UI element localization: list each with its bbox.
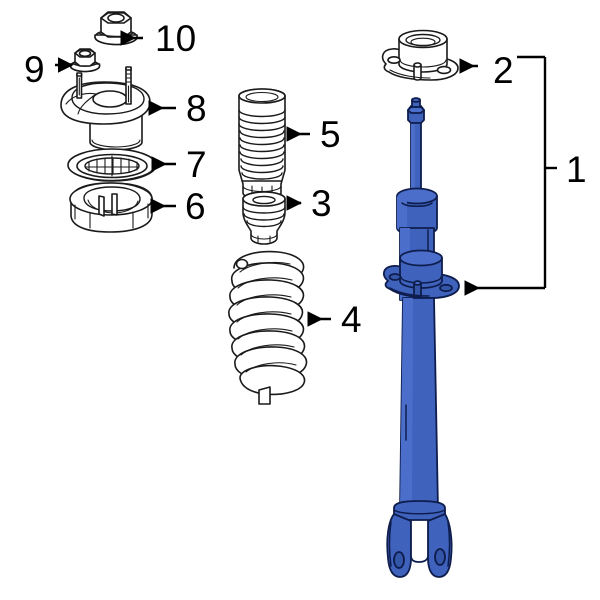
- callout-1-label: 1: [566, 149, 587, 190]
- callout-10[interactable]: 10: [120, 18, 196, 59]
- callout-9[interactable]: 9: [24, 49, 74, 90]
- callout-4[interactable]: 4: [307, 299, 362, 340]
- part-upper-strut-mount[interactable]: [60, 66, 151, 151]
- callout-8-label: 8: [186, 88, 207, 129]
- callout-7[interactable]: 7: [151, 144, 207, 185]
- callout-3[interactable]: 3: [286, 183, 332, 224]
- part-large-flange-nut[interactable]: [94, 11, 138, 46]
- callout-9-label: 9: [24, 49, 45, 90]
- part-strut-assembly[interactable]: [382, 97, 460, 578]
- callout-4-label: 4: [341, 299, 362, 340]
- part-spring-seat[interactable]: [69, 182, 153, 233]
- part-coil-spring[interactable]: [228, 250, 308, 405]
- callout-2-label: 2: [493, 50, 514, 91]
- callout-7-label: 7: [186, 144, 207, 185]
- callout-5-label: 5: [320, 114, 341, 155]
- callout-10-label: 10: [155, 18, 196, 59]
- callout-6[interactable]: 6: [150, 186, 206, 227]
- callout-6-label: 6: [185, 186, 206, 227]
- part-small-flange-nut[interactable]: [69, 48, 101, 73]
- callout-5[interactable]: 5: [286, 114, 341, 155]
- callout-8[interactable]: 8: [148, 88, 207, 129]
- callout-1[interactable]: 1: [464, 55, 587, 296]
- part-strut-mount-bracket[interactable]: [381, 29, 459, 81]
- callout-3-label: 3: [311, 183, 332, 224]
- callout-2[interactable]: 2: [459, 50, 514, 91]
- part-dust-boot[interactable]: [238, 88, 286, 200]
- part-bump-stop[interactable]: [242, 191, 286, 245]
- part-strut-bearing[interactable]: [67, 148, 157, 182]
